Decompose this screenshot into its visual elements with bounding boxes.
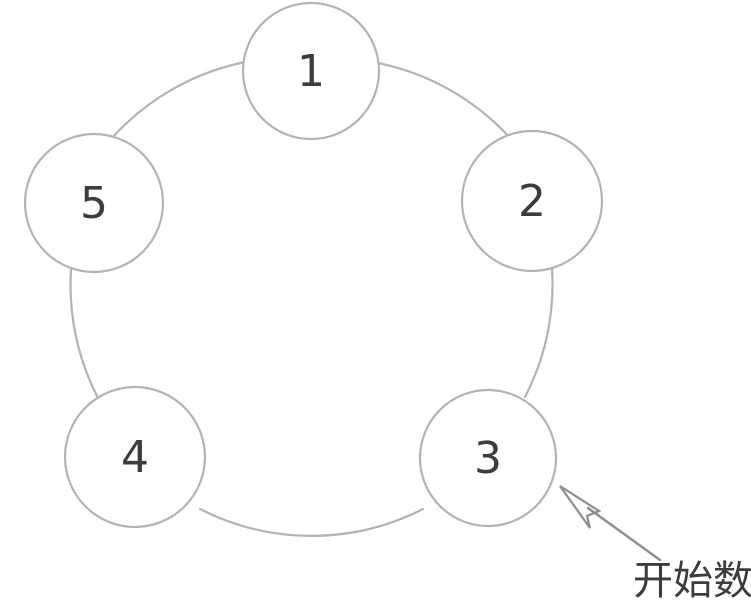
ring-arc-3-to-4 <box>198 507 425 537</box>
node-3[interactable]: 3 <box>418 388 558 528</box>
node-2-label: 2 <box>518 176 546 227</box>
ring-arc-2-to-3 <box>523 266 554 399</box>
arrow-head-icon <box>559 485 602 529</box>
node-2-circle[interactable] <box>460 129 604 273</box>
start-pointer-group <box>559 485 662 562</box>
ring-arc-1-to-2 <box>376 61 513 141</box>
node-4-label: 4 <box>121 432 149 483</box>
pointer-shaft <box>586 506 662 562</box>
node-5-circle[interactable] <box>23 132 165 274</box>
ring-arc-5-to-1 <box>110 60 247 140</box>
node-1-circle[interactable] <box>241 1 381 141</box>
node-1-label: 1 <box>297 46 325 97</box>
node-4[interactable]: 4 <box>63 385 207 529</box>
start-annotation-label: 开始数 <box>633 558 751 603</box>
node-3-circle[interactable] <box>418 388 558 528</box>
node-5-label: 5 <box>80 178 108 229</box>
node-2[interactable]: 2 <box>460 129 604 273</box>
node-4-circle[interactable] <box>63 385 207 529</box>
ring-arcs-group <box>69 60 554 537</box>
node-1[interactable]: 1 <box>241 1 381 141</box>
node-3-label: 3 <box>474 433 502 484</box>
node-5[interactable]: 5 <box>23 132 165 274</box>
ring-arc-4-to-5 <box>69 268 99 398</box>
